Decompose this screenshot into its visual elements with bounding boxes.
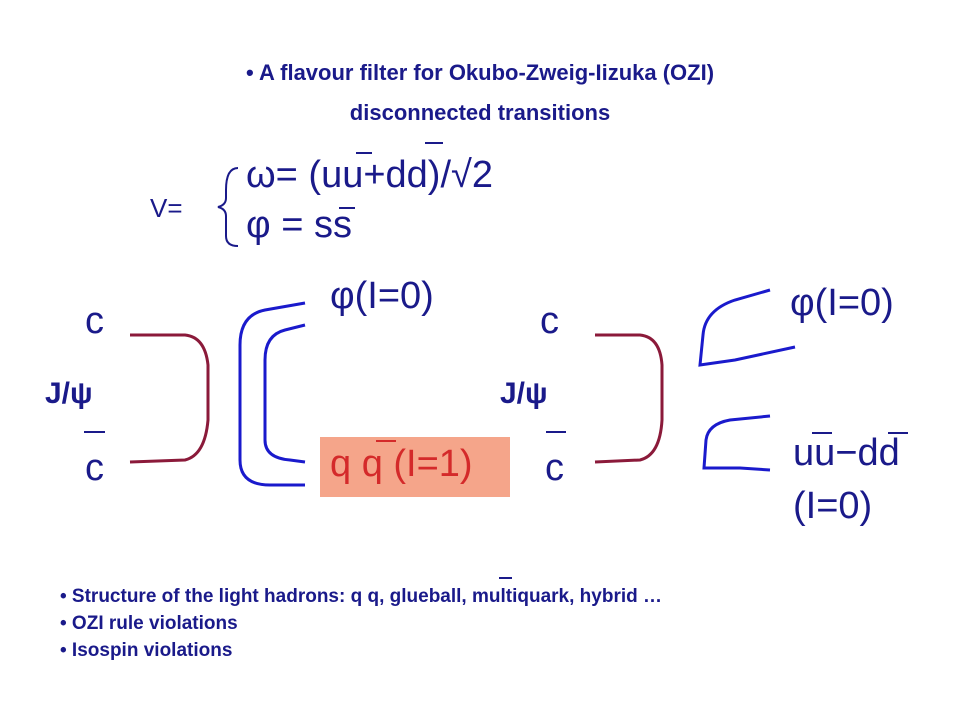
- left-jpsi: J/ψ: [45, 377, 93, 410]
- right-uudd-iso: (I=0): [793, 485, 873, 527]
- title-line-2: disconnected transitions: [349, 100, 611, 125]
- right-upper-blue-line: [698, 288, 796, 367]
- right-ccbar-line: [594, 333, 664, 464]
- left-inner-blue-line: [263, 323, 306, 464]
- qq-box: [320, 437, 510, 497]
- right-uudd-label: uu−dd: [793, 432, 900, 474]
- formula-brace: [217, 167, 239, 247]
- v-label: V=: [150, 193, 183, 223]
- bullet-item-1: • Structure of the light hadrons: q q, g…: [60, 586, 663, 607]
- left-c-bottom: c: [85, 447, 104, 489]
- right-lower-blue-line: [702, 414, 771, 472]
- left-outer-blue-line: [238, 301, 306, 487]
- right-jpsi: J/ψ: [500, 377, 548, 410]
- left-phi-label: φ(I=0): [330, 275, 434, 317]
- phi-formula: φ = ss: [246, 204, 352, 246]
- right-c-top: c: [540, 300, 559, 342]
- qq-label: q q (I=1): [330, 443, 473, 485]
- bullet-list: • Structure of the light hadrons: q q, g…: [60, 583, 662, 664]
- left-c-top: c: [85, 300, 104, 342]
- right-phi-label: φ(I=0): [790, 282, 894, 324]
- bullet-item-2: • OZI rule violations: [60, 613, 238, 634]
- left-ccbar-line: [129, 333, 210, 464]
- right-c-bottom: c: [545, 447, 564, 489]
- bullet-item-3: • Isospin violations: [60, 640, 233, 661]
- title-line-1: • A flavour filter for Okubo-Zweig-Iizuk…: [245, 60, 715, 85]
- omega-formula: ω= (uu+dd)/√2: [246, 154, 493, 196]
